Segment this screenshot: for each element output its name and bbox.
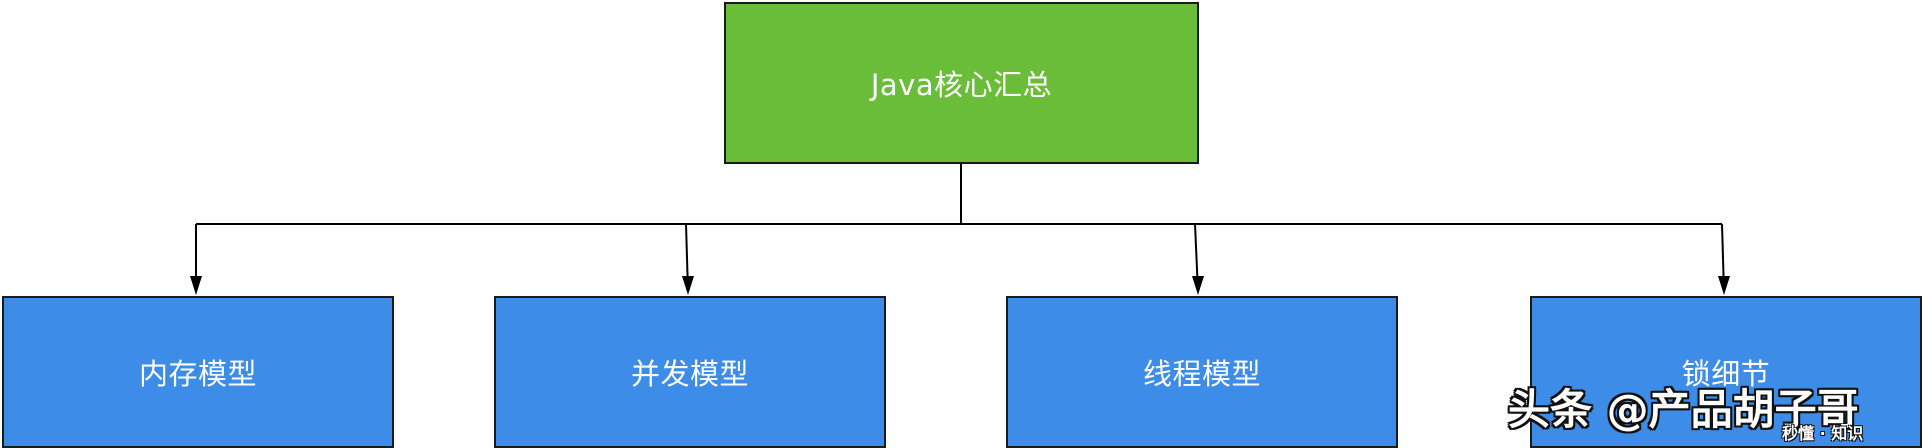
child-node-memory-model: 内存模型 xyxy=(2,296,394,448)
arrowhead-memory xyxy=(190,276,202,295)
watermark-subtext: 秒懂 · 知识 xyxy=(1782,424,1864,443)
arrowhead-lock xyxy=(1718,276,1730,295)
watermark-text: 头条 @产品胡子哥 xyxy=(1508,385,1859,434)
child-node-label: 锁细节 xyxy=(1681,357,1771,391)
child-node-label: 内存模型 xyxy=(138,357,257,391)
child-node-concurrency-model: 并发模型 xyxy=(494,296,886,448)
arrowhead-concurrency xyxy=(682,276,694,295)
root-node-label: Java核心汇总 xyxy=(870,68,1053,102)
child-node-label: 线程模型 xyxy=(1142,357,1261,391)
root-node: Java核心汇总 xyxy=(724,2,1199,164)
arrowhead-thread xyxy=(1192,276,1204,295)
child-node-label: 并发模型 xyxy=(630,357,749,391)
child-node-thread-model: 线程模型 xyxy=(1006,296,1398,448)
child-node-lock-details: 锁细节 xyxy=(1530,296,1922,448)
